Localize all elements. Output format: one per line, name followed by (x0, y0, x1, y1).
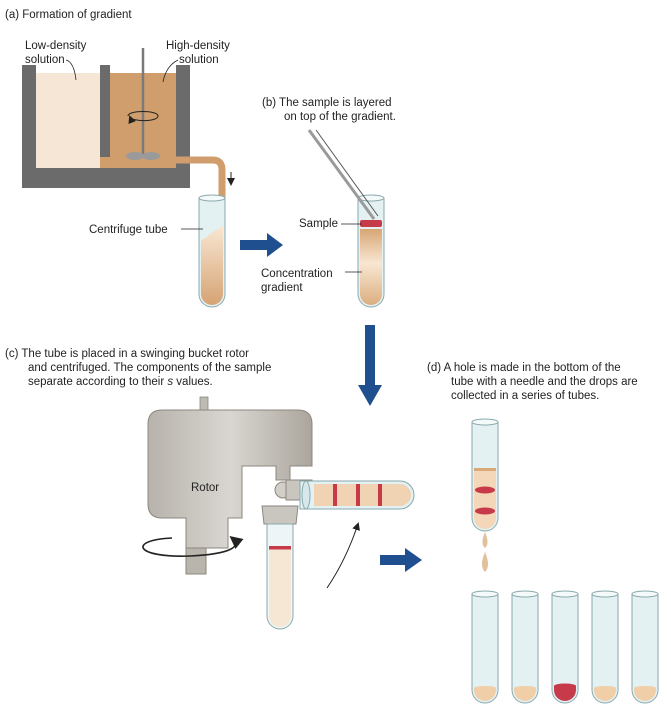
drop-2 (482, 552, 488, 572)
low-density-label-line2: solution (25, 54, 65, 66)
gradient-mixer-chamber (22, 48, 235, 207)
centrifuge-tube-a (198, 194, 226, 308)
centrifuge-tube-b (307, 129, 385, 308)
high-density-label-line2: solution (179, 54, 219, 66)
sample-band (360, 220, 382, 227)
low-density-leader (65, 59, 77, 81)
collection-band-1 (475, 486, 495, 494)
stirrer-blade-left (126, 152, 144, 160)
collection-tube-3 (551, 590, 579, 704)
collection-series (471, 590, 659, 704)
rotor-body (147, 409, 313, 549)
low-density-solution (36, 73, 100, 168)
band-horizontal-1 (333, 484, 337, 506)
panel-a-caption: (a) Formation of gradient (5, 9, 132, 21)
panel-c-caption-line2: and centrifuged. The components of the s… (28, 362, 271, 374)
collection-tube-4 (591, 590, 619, 704)
panel-d-caption-line3: collected in a series of tubes. (451, 390, 599, 402)
sample-label: Sample (299, 218, 338, 230)
panel-b-caption-line1: (b) The sample is layered (262, 97, 392, 109)
panel-c-caption-line1: (c) The tube is placed in a swinging buc… (5, 348, 249, 360)
swing-arrow-icon (326, 522, 360, 589)
rotor-rotation-arrow-icon (142, 535, 244, 557)
high-density-leader (162, 59, 179, 83)
band-horizontal-3 (378, 484, 382, 506)
blue-arrow-right-2-icon (380, 548, 422, 572)
pipette (307, 129, 376, 220)
collection-tube-2 (511, 590, 539, 704)
low-density-label-line1: Low-density (25, 40, 87, 52)
rotation-arrow-icon (127, 111, 159, 125)
stirrer-blade-right (142, 152, 160, 160)
collection-tube-5 (631, 590, 659, 704)
panel-d-caption-line1: (d) A hole is made in the bottom of the (427, 362, 621, 374)
blue-arrow-right-icon (240, 233, 283, 257)
connector-channel (100, 157, 176, 168)
collection-tube (471, 418, 499, 532)
blue-arrow-down-icon (358, 325, 382, 406)
collection-band-2 (475, 507, 495, 515)
outlet-tube (176, 156, 226, 207)
band-hanging (269, 546, 291, 550)
drop-1 (482, 532, 488, 548)
rotor-assembly (142, 396, 415, 630)
panel-c-caption-end: values. (173, 376, 213, 388)
gradient-label-line2: gradient (261, 282, 303, 294)
panel-b-caption-line2: on top of the gradient. (284, 111, 396, 123)
chamber-divider (100, 65, 110, 160)
high-density-label-line1: High-density (166, 40, 230, 52)
panel-c-caption-line3: separate according to their s values. (28, 376, 213, 388)
rotor-spindle (185, 547, 207, 575)
chamber-walls (22, 65, 190, 188)
band-horizontal-2 (356, 484, 360, 506)
panel-c-caption-text: separate according to their (28, 376, 167, 388)
rotor-label: Rotor (191, 482, 219, 494)
panel-d-caption-line2: tube with a needle and the drops are (451, 376, 638, 388)
centrifuge-tube-label: Centrifuge tube (89, 224, 168, 236)
collection-tube-1 (471, 590, 499, 704)
panel-c-caption-italic: s (167, 376, 173, 388)
gradient-label-line1: Concentration (261, 268, 333, 280)
pipette-edge (315, 129, 379, 217)
